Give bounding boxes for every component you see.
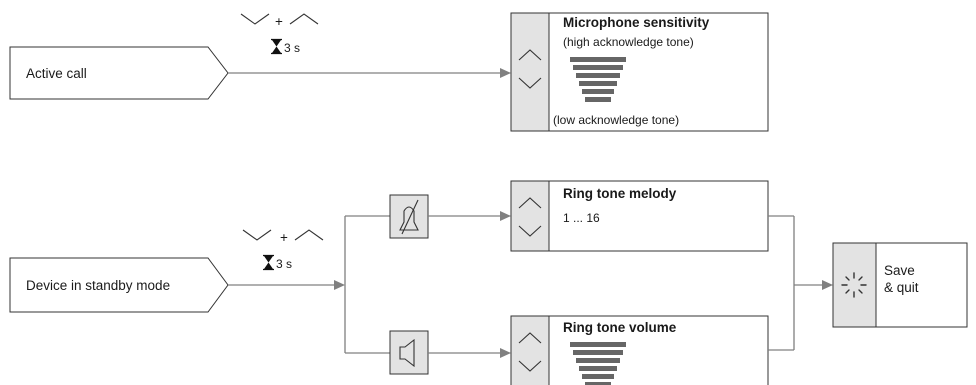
arrow-head [500,68,511,78]
chevron-down-icon[interactable] [518,225,542,237]
quit-label: & quit [884,280,919,295]
melody-range: 1 ... 16 [563,211,600,225]
ring-mode-volume-button[interactable] [389,330,429,375]
mic-adjust-buttons[interactable] [510,12,550,132]
standby-node: Device in standby mode [9,257,229,313]
hourglass-icon [271,38,282,55]
speaker-icon [399,338,415,368]
hourglass-icon [263,254,274,271]
volume-adjust-buttons[interactable] [510,315,550,385]
plus-label: + [280,230,288,245]
arrow-head [822,280,833,290]
loading-spinner-icon [841,272,867,298]
arrow-head [500,348,511,358]
chevron-down-icon[interactable] [518,77,542,89]
ring-tone-volume-box: Ring tone volume [510,315,769,385]
standby-label: Device in standby mode [26,278,170,293]
microphone-sensitivity-box: Microphone sensitivity (high acknowledge… [510,12,769,132]
bell-muted-icon [399,199,419,235]
arrow-head [500,211,511,221]
chevron-up-icon[interactable] [518,332,542,344]
save-label: Save [884,263,915,278]
chevron-up-icon [289,13,319,25]
melody-title: Ring tone melody [563,186,677,201]
chevron-up-icon [294,229,324,241]
ring-tone-melody-box: Ring tone melody 1 ... 16 [510,180,769,252]
level-bars [570,342,626,385]
gesture-bottom: + 3 s [242,229,324,271]
mic-title: Microphone sensitivity [563,15,710,30]
chevron-down-icon [240,13,270,25]
active-call-label: Active call [26,66,87,81]
hold-time-label: 3 s [276,257,292,271]
mic-low-label: (low acknowledge tone) [553,113,679,127]
save-quit-box: Save & quit [832,242,968,328]
mic-high-label: (high acknowledge tone) [563,35,694,49]
ring-mode-melody-button[interactable] [389,194,429,239]
chevron-down-icon [242,229,272,241]
chevron-up-icon[interactable] [518,49,542,61]
plus-label: + [275,14,283,29]
melody-adjust-buttons[interactable] [510,180,550,252]
active-call-node: Active call [9,46,229,100]
hold-time-label: 3 s [284,41,300,55]
save-quit-button[interactable] [832,242,877,328]
volume-title: Ring tone volume [563,320,677,335]
chevron-up-icon[interactable] [518,197,542,209]
gesture-top: + 3 s [240,13,319,55]
chevron-down-icon[interactable] [518,360,542,372]
arrow-head [334,280,345,290]
level-bars [570,57,626,102]
